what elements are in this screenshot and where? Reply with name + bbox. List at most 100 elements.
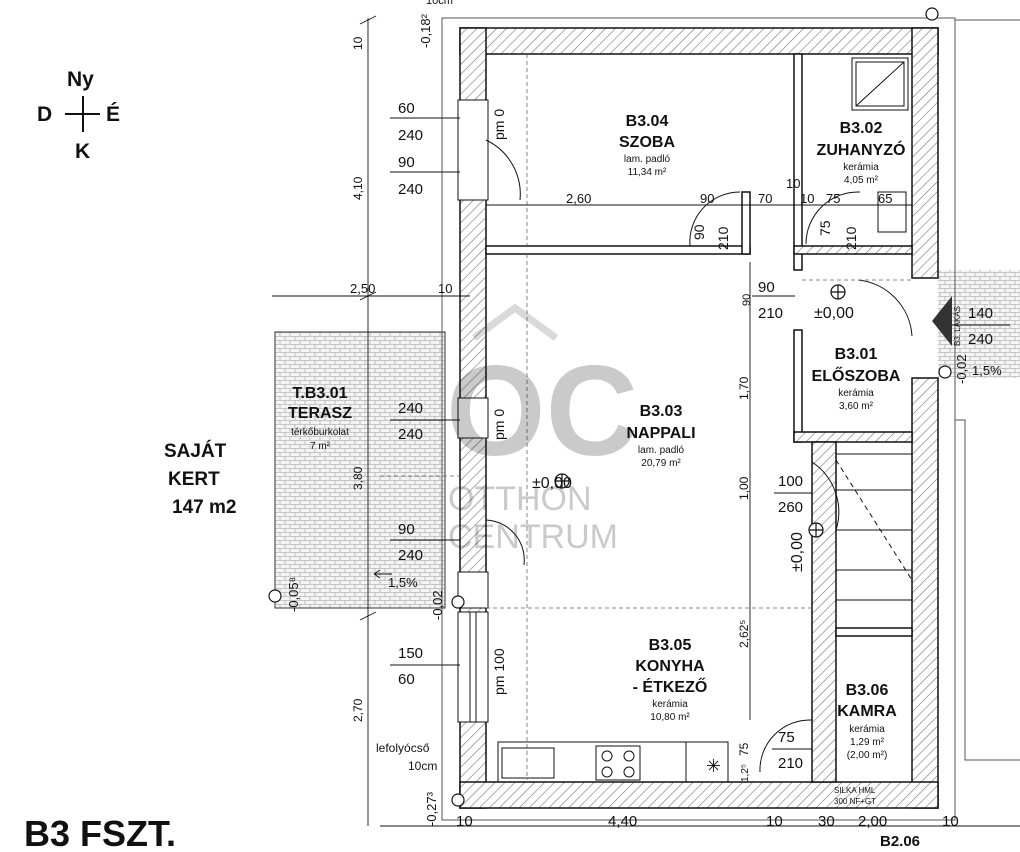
level-3: -0,02 xyxy=(430,590,445,620)
windows xyxy=(457,99,489,723)
terrace-paving xyxy=(274,331,446,609)
dim-h380: 3,80 xyxy=(351,466,365,490)
terasz-floor: térkőburkolat xyxy=(291,427,349,438)
szoba-floor: lam. padló xyxy=(624,154,671,165)
silka-line2: 300 NF+GT xyxy=(834,797,876,806)
dim-dr210: 210 xyxy=(715,226,731,250)
dim-d10c: 10 xyxy=(800,191,814,206)
dim-e210: 210 xyxy=(758,305,783,322)
konyha-name1: KONYHA xyxy=(635,658,705,675)
shower-tray xyxy=(851,57,909,111)
nappali-code: B3.03 xyxy=(640,403,683,420)
dim-b10c: 10 xyxy=(942,813,959,830)
compass-east: É xyxy=(106,103,120,126)
dim-line1: OTTHON xyxy=(448,480,592,518)
dim-d70: 70 xyxy=(758,191,772,206)
szoba-code: B3.04 xyxy=(626,113,669,130)
washbasin xyxy=(877,191,907,233)
nappali-area: 20,79 m² xyxy=(641,458,681,469)
terasz-name: TERASZ xyxy=(288,405,352,422)
level-1: -0,18² xyxy=(418,13,433,48)
watermark: OC OTTHON CENTRUM xyxy=(446,303,638,556)
eloszoba-floor: kerámia xyxy=(838,388,874,399)
zuhanyzo-name: ZUHANYZÓ xyxy=(817,140,906,159)
dimension-texts: 60 240 90 240 240 240 90 240 150 60 4,10… xyxy=(350,36,993,830)
eloszoba-name: ELŐSZOBA xyxy=(812,366,901,385)
dim-w5b: 60 xyxy=(398,671,415,688)
top-label: 10cm xyxy=(426,0,453,7)
dim-w3a: 240 xyxy=(398,400,423,417)
dim-w2b: 240 xyxy=(398,181,423,198)
dim-v125: 1,2⁵ xyxy=(740,764,751,782)
dim-logo: OC xyxy=(446,340,638,483)
dim-v75: 75 xyxy=(737,742,751,756)
terasz-code: T.B3.01 xyxy=(292,385,347,402)
kamra-area: 1,29 m² xyxy=(850,737,885,748)
dim-w5a: 150 xyxy=(398,645,423,662)
dim-d260: 2,60 xyxy=(566,191,591,206)
konyha-code: B3.05 xyxy=(649,637,692,654)
dim-b200: 2,00 xyxy=(858,813,887,830)
dim-b30: 30 xyxy=(818,813,835,830)
staircase xyxy=(835,453,913,601)
dim-k210: 210 xyxy=(778,755,803,772)
dim-b10b: 10 xyxy=(766,813,783,830)
slope-terrace: 1,5% xyxy=(388,575,418,590)
door-swings xyxy=(485,139,913,773)
dim-h410: 4,10 xyxy=(351,176,365,200)
lefolyo-line1: lefolyócső xyxy=(376,741,430,755)
dim-line2: CENTRUM xyxy=(448,518,618,556)
compass: Ny D É K xyxy=(37,68,120,163)
compass-south: K xyxy=(75,140,90,163)
pm-label-2: pm 0 xyxy=(491,409,507,440)
dim-d250: 2,50 xyxy=(350,281,375,296)
dim-w3b: 240 xyxy=(398,426,423,443)
konyha-name2: - ÉTKEZŐ xyxy=(633,677,708,696)
garden-line3: 147 m2 xyxy=(172,497,236,518)
nappali-name: NAPPALI xyxy=(626,425,695,442)
dim-w1a: 60 xyxy=(398,100,415,117)
compass-north: Ny xyxy=(67,68,94,91)
dim-v170: 1,70 xyxy=(737,376,751,400)
level-entry: ±0,00 xyxy=(814,305,854,322)
garden-line1: SAJÁT xyxy=(164,440,227,462)
level-stair: ±0,00 xyxy=(789,532,806,572)
dim-v100: 1,00 xyxy=(737,476,751,500)
slope-entry: 1,5% xyxy=(972,363,1002,378)
level-5: -0,27³ xyxy=(424,791,439,826)
dim-dr90: 90 xyxy=(691,224,707,240)
dim-d75: 75 xyxy=(826,191,840,206)
dimension-lines xyxy=(272,15,1020,827)
page-title: B3 FSZT. xyxy=(24,813,176,852)
konyha-floor: kerámia xyxy=(652,699,688,710)
kamra-name: KAMRA xyxy=(837,703,897,720)
dim-w1b: 240 xyxy=(398,127,423,144)
lefolyo-line2: 10cm xyxy=(408,759,437,773)
kamra-floor: kerámia xyxy=(849,724,885,735)
dim-e90: 90 xyxy=(758,279,775,296)
outer-insulation xyxy=(441,17,1020,821)
dim-d90a: 90 xyxy=(700,191,714,206)
room-labels: B3.04 SZOBA lam. padló 11,34 m² B3.02 ZU… xyxy=(288,113,920,850)
slope-arrow-terrace xyxy=(373,569,392,579)
dim-w4b: 240 xyxy=(398,547,423,564)
pm-label-1: pm 0 xyxy=(491,109,507,140)
dim-f140: 140 xyxy=(968,305,993,322)
zuhanyzo-area: 4,05 m² xyxy=(844,175,879,186)
zuhanyzo-code: B3.02 xyxy=(840,120,883,137)
fan-symbol: ✳ xyxy=(706,756,721,776)
terasz-area: 7 m² xyxy=(310,441,331,452)
level-markers xyxy=(268,7,952,807)
zuhanyzo-floor: kerámia xyxy=(843,162,879,173)
dim-h10top: 10 xyxy=(351,36,365,50)
silka-line1: SILKA HML xyxy=(834,786,876,795)
dim-d65: 65 xyxy=(878,191,892,206)
dim-b440: 4,40 xyxy=(608,813,637,830)
dim-s260: 260 xyxy=(778,499,803,516)
kamra-area2: (2,00 m²) xyxy=(847,750,888,761)
pm-label-3: pm 100 xyxy=(491,648,507,695)
dim-dr75: 75 xyxy=(817,220,833,236)
konyha-area: 10,80 m² xyxy=(650,712,690,723)
level-2: -0,05⁸ xyxy=(286,577,301,612)
szoba-area: 11,34 m² xyxy=(628,167,667,178)
